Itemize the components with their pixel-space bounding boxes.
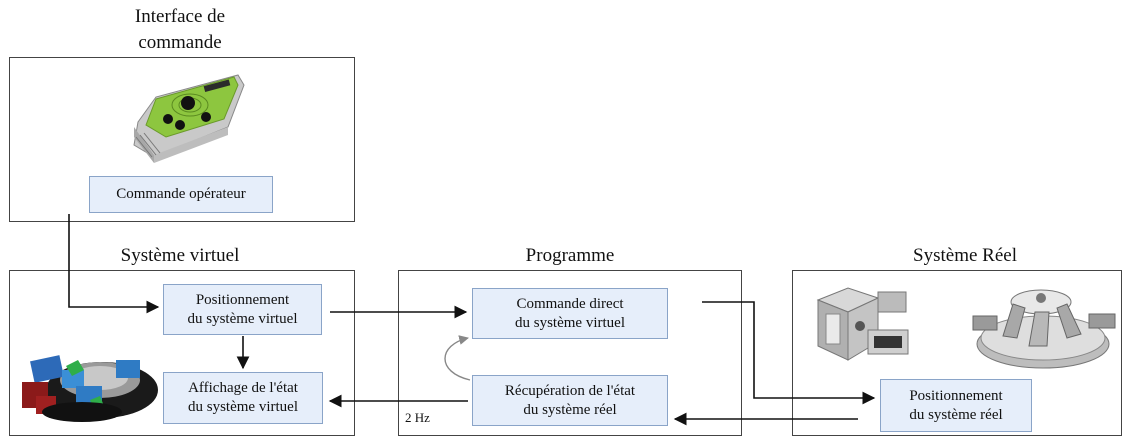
real-positioning-label: Positionnement du système réel <box>880 379 1032 432</box>
operator-command-text: Commande opérateur <box>116 186 246 202</box>
virtual-positioning-label: Positionnement du système virtuel <box>163 284 322 335</box>
loop-arrow <box>444 335 471 381</box>
real-robot-module-icon <box>816 287 909 361</box>
direct-command-line1: Commande direct <box>516 295 624 312</box>
interface-title-line1: Interface de <box>134 6 226 27</box>
arrow-command-to-virtual <box>68 214 160 314</box>
joystick-controller-icon <box>133 74 245 163</box>
virtual-positioning-line2: du système virtuel <box>187 310 298 327</box>
interface-title: Interface de commande <box>95 4 265 56</box>
real-positioning-line2: du système réel <box>909 406 1003 423</box>
real-state-retrieval-line1: Récupération de l'état <box>504 382 636 399</box>
interface-title-line2: commande <box>138 32 222 53</box>
arrow-program-to-real <box>702 301 876 405</box>
real-positioning-line1: Positionnement <box>909 387 1003 404</box>
real-state-retrieval-line2: du système réel <box>523 401 617 418</box>
direct-command-line2: du système virtuel <box>515 314 625 331</box>
virtual-robot-render-icon <box>22 355 158 422</box>
real-hexapod-robot-icon <box>972 289 1116 369</box>
virtual-system-title: Système virtuel <box>120 245 240 266</box>
real-system-title: Système Réel <box>913 245 1017 266</box>
operator-command-label: Commande opérateur <box>89 176 273 213</box>
frequency-label: 2 Hz <box>405 410 430 425</box>
virtual-state-display-label: Affichage de l'état du système virtuel <box>163 372 323 424</box>
virtual-state-display-line2: du système virtuel <box>188 399 298 415</box>
virtual-state-display-line1: Affichage de l'état <box>188 380 298 396</box>
real-state-retrieval-label: Récupération de l'état du système réel <box>472 375 668 426</box>
virtual-positioning-line1: Positionnement <box>195 291 290 308</box>
direct-command-label: Commande direct du système virtuel <box>472 288 668 339</box>
program-title: Programme <box>525 245 615 266</box>
